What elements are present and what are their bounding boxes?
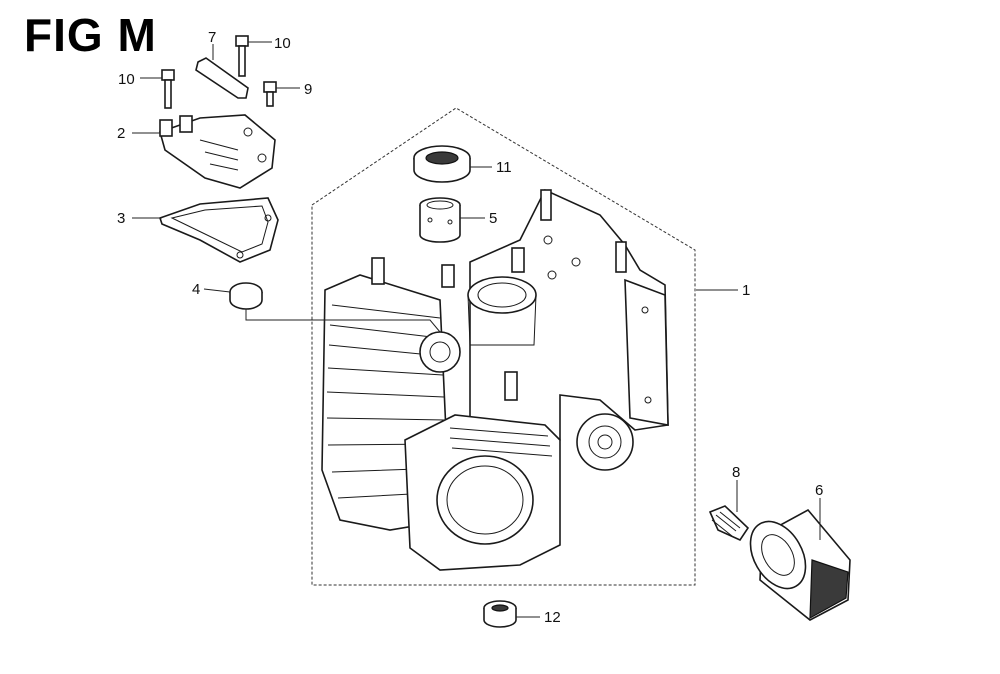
part-bolt-10-upper[interactable] <box>235 35 249 77</box>
part-bushing[interactable] <box>419 197 461 243</box>
callout-9: 9 <box>304 81 312 98</box>
part-plug[interactable] <box>229 282 263 310</box>
part-bolt-10-left[interactable] <box>161 69 175 109</box>
part-breather-tube[interactable] <box>195 57 249 99</box>
plug-leader-line <box>245 309 441 333</box>
callout-12: 12 <box>544 609 561 626</box>
part-oil-seal[interactable] <box>413 145 471 183</box>
part-filter-nipple[interactable] <box>708 505 750 542</box>
leader-lines <box>132 41 821 618</box>
callout-2: 2 <box>117 125 125 142</box>
callout-11: 11 <box>496 159 512 176</box>
callout-10-upper: 10 <box>274 35 291 52</box>
part-crankcase-block[interactable] <box>321 188 669 571</box>
callout-8: 8 <box>732 464 740 481</box>
assembly-boundary <box>311 107 696 586</box>
callout-7: 7 <box>208 29 216 46</box>
callout-4: 4 <box>192 281 200 298</box>
figure-title: FIG M <box>24 9 157 61</box>
callout-6: 6 <box>815 482 823 499</box>
callout-10-left: 10 <box>118 71 135 88</box>
part-bolt-9[interactable] <box>263 81 277 107</box>
part-lower-seal[interactable] <box>483 600 517 628</box>
part-breather-gasket[interactable] <box>158 197 279 263</box>
part-breather-cover[interactable] <box>159 114 276 189</box>
callout-5: 5 <box>489 210 497 227</box>
callout-3: 3 <box>117 210 125 227</box>
part-oil-filter[interactable] <box>739 508 851 621</box>
callout-1: 1 <box>742 282 750 299</box>
